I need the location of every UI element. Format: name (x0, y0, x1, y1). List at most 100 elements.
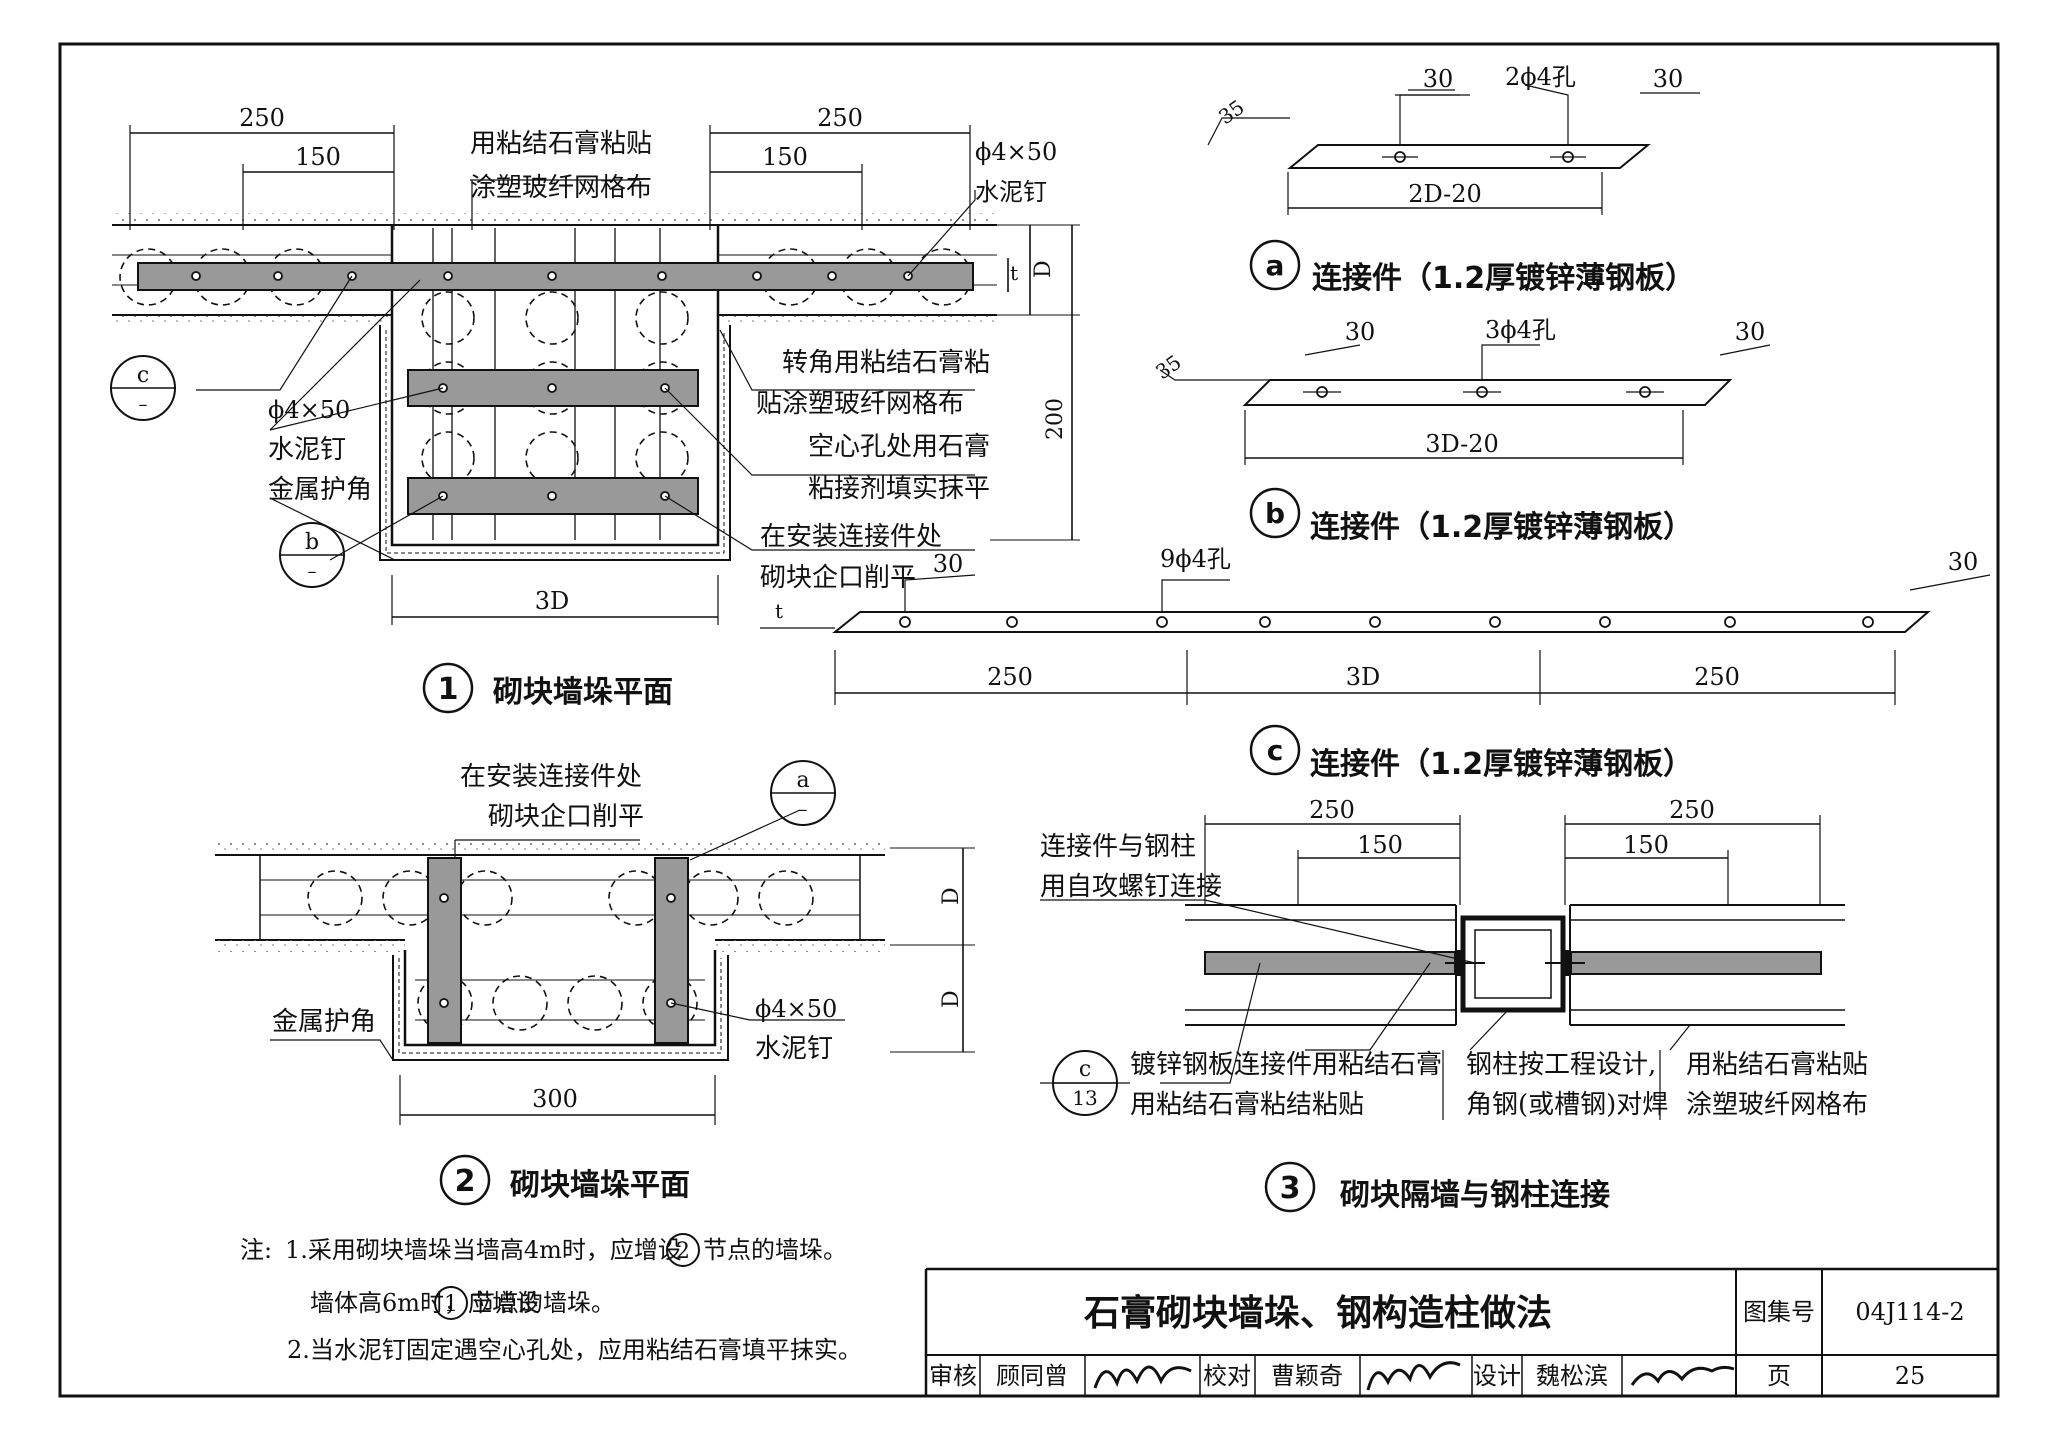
designer-signature (1630, 1365, 1735, 1386)
dim-250-right: 250 (817, 104, 863, 132)
part-a-title: 连接件（1.2厚镀锌薄钢板） (1312, 261, 1695, 296)
part-b (1159, 344, 1771, 539)
pier-outline (390, 225, 720, 547)
fig2-nail-line2: 水泥钉 (755, 1034, 833, 1064)
figure-2-title: 砌块墙垛平面 (510, 1168, 690, 1203)
part-b-letter: b (1265, 497, 1285, 530)
part-a-dim-30-right: 30 (1653, 65, 1684, 93)
wall-plaster-top (112, 213, 997, 225)
part-b-dim-30-right: 30 (1735, 318, 1766, 346)
connector-a-strip-right (654, 857, 689, 1044)
dim-150-right: 150 (762, 143, 808, 171)
note-circle-1 (434, 1286, 468, 1320)
fig3-dim-150-right: 150 (1623, 831, 1669, 859)
ref-b-letter: b (305, 530, 319, 555)
notes-line2a: 墙体高6m时，应增设 (310, 1289, 540, 1317)
notes-line3: 2.当水泥钉固定遇空心孔处，应用粘结石膏填平抹实。 (287, 1336, 862, 1364)
note-top-line2: 涂塑玻纤网格布 (470, 173, 652, 203)
fig3-label4-line1: 用粘结石膏粘贴 (1686, 1050, 1868, 1080)
notes-line1a: 1.采用砌块墙垛当墙高4m时，应增设 (285, 1236, 682, 1264)
part-c-letter-circle (1249, 724, 1301, 776)
note-circle-2 (666, 1233, 700, 1267)
ref-c13-letter: c (1079, 1057, 1091, 1082)
part-c-dim-250-left: 250 (987, 663, 1033, 691)
part-c-dim-t: t (775, 599, 783, 623)
plate-c (832, 611, 1931, 633)
fig2-corner-guard: 金属护角 (272, 1007, 376, 1037)
fig3-label2-line1: 用粘结石膏 (1312, 1050, 1442, 1080)
design-label: 设计 (1473, 1362, 1521, 1390)
atlas-number: 04J114-2 (1855, 1298, 1964, 1326)
fig3-label3-line1: 钢柱按工程设计, (1466, 1050, 1656, 1080)
atlas-label: 图集号 (1743, 1298, 1815, 1326)
fig3-label1-line2: 用粘结石膏粘结 (1130, 1090, 1312, 1120)
part-c-title: 连接件（1.2厚镀锌薄钢板） (1310, 747, 1693, 782)
nail-left-line2: 水泥钉 (268, 435, 346, 465)
page-number: 25 (1895, 1362, 1926, 1390)
figure-3 (1040, 815, 1845, 1213)
part-c-dim-30-left: 30 (933, 550, 964, 578)
page-label: 页 (1767, 1362, 1791, 1390)
fig3-dim-250-left: 250 (1309, 796, 1355, 824)
part-b-title: 连接件（1.2厚镀锌薄钢板） (1310, 510, 1693, 545)
nail-left-line1: ϕ4×50 (268, 396, 350, 424)
ref-c-dash: – (139, 394, 148, 415)
part-c (760, 574, 1991, 776)
review-label: 审核 (929, 1362, 977, 1390)
connector-a-strip-left (427, 857, 462, 1044)
sheet-border (58, 42, 2000, 1398)
part-c-letter: c (1267, 734, 1284, 767)
notes-circle-2-number: 2 (676, 1239, 690, 1264)
part-a-letter-circle (1249, 239, 1301, 291)
corner-note-line2: 贴涂塑玻纤网格布 (756, 389, 964, 419)
part-b-dim-30-left: 30 (1345, 318, 1376, 346)
notes-line2b: 节点的墙垛。 (471, 1289, 615, 1317)
figure-2-number: 2 (455, 1164, 476, 1199)
fig3-conn-note-line1: 连接件与钢柱 (1040, 832, 1196, 862)
fig3-label3-line2: 角钢(或槽钢)对焊 (1466, 1090, 1668, 1120)
part-b-dim-35: 35 (1151, 350, 1186, 384)
corner-note-line1: 转角用粘结石膏粘 (782, 348, 990, 378)
notes-circle-1-number: 1 (444, 1292, 458, 1317)
plate-connector-left (1204, 951, 1456, 975)
part-a (1207, 84, 1700, 291)
fig3-label2-line2: 粘贴 (1312, 1090, 1364, 1120)
metal-corner-guard-2 (392, 955, 729, 1061)
reviewer-signature (1093, 1365, 1192, 1389)
part-a-holes: 2ϕ4孔 (1505, 63, 1576, 91)
fig2-install-note-line1: 在安装连接件处 (460, 762, 642, 792)
ref-c13-sheet: 13 (1072, 1086, 1097, 1110)
figure-1-number: 1 (438, 672, 459, 707)
pier-outline-2 (403, 950, 717, 1047)
part-a-letter: a (1266, 249, 1285, 282)
ref-a-letter: a (796, 768, 809, 793)
figure-3-number: 3 (1280, 1171, 1301, 1206)
dim-t: t (1010, 261, 1018, 285)
part-c-dim-30-right: 30 (1948, 548, 1979, 576)
notes-prefix: 注: (240, 1236, 272, 1264)
dim-200: 200 (1043, 398, 1068, 440)
fig3-label4-line2: 涂塑玻纤网格布 (1686, 1090, 1868, 1120)
fig2-nail-line1: ϕ4×50 (755, 995, 837, 1023)
install-note-line2: 砌块企口削平 (760, 563, 916, 593)
part-b-dim-length: 3D-20 (1425, 430, 1499, 458)
fig2-dim-D1: D (939, 887, 964, 905)
fill-note-line2: 粘接剂填实抹平 (808, 474, 990, 504)
part-c-dim-250-right: 250 (1694, 663, 1740, 691)
fill-note-line1: 空心孔处用石膏 (808, 432, 990, 462)
sheet-title: 石膏砌块墙垛、钢构造柱做法 (1084, 1293, 1552, 1334)
fig3-dim-150-left: 150 (1357, 831, 1403, 859)
figure-3-number-circle (1264, 1161, 1316, 1213)
figure-1-title: 砌块墙垛平面 (493, 675, 673, 710)
fig2-dim-D2: D (939, 990, 964, 1008)
nail-right-line2: 水泥钉 (975, 178, 1047, 206)
figure-1 (110, 125, 1080, 714)
wall-plaster-bottom-right (718, 315, 997, 327)
notes-line1b: 节点的墙垛。 (703, 1236, 847, 1264)
part-b-letter-circle (1249, 487, 1301, 539)
check-label: 校对 (1203, 1362, 1251, 1390)
fig3-conn-note-line2: 用自攻螺钉连接 (1040, 872, 1222, 902)
checker-name: 曹颖奇 (1271, 1362, 1343, 1390)
ref-a-dash: – (799, 799, 808, 820)
checker-signature (1366, 1361, 1461, 1391)
